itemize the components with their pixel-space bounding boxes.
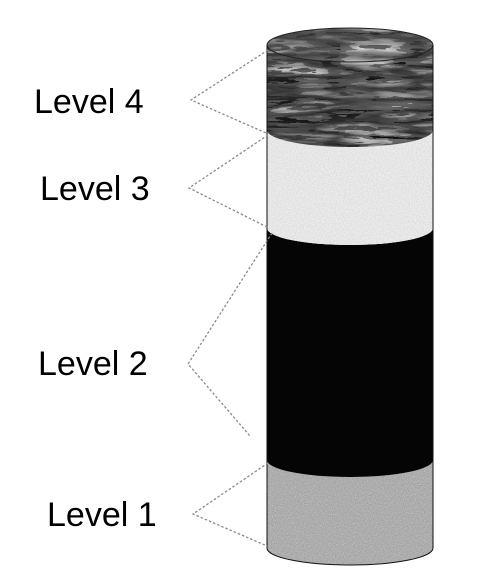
level-1-leader (191, 462, 269, 547)
level-2-band (267, 228, 433, 477)
level-1-band (267, 460, 433, 565)
level-4-band (266, 27, 434, 147)
level-2-leader (187, 232, 273, 437)
level-2-label: Level 2 (38, 345, 148, 383)
level-4-label: Level 4 (34, 83, 144, 121)
level-1-label: Level 1 (47, 496, 157, 534)
level-3-band (267, 130, 433, 245)
leader-lines (187, 49, 273, 547)
level-3-leader (187, 134, 270, 229)
level-3-label: Level 3 (40, 170, 150, 208)
level-4-leader (189, 49, 269, 134)
